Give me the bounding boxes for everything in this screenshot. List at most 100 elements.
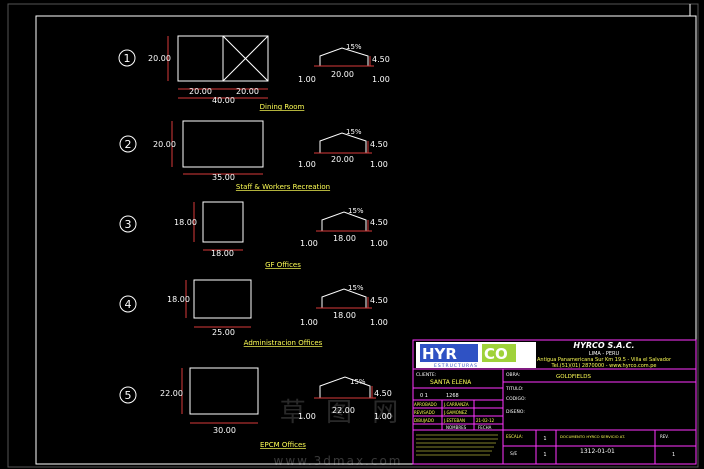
building-section: 15% 4.50 18.00 1.00 1.00: [300, 284, 388, 327]
building-title: Staff & Workers Recreation: [236, 183, 330, 191]
eave-left: 1.00: [298, 412, 316, 421]
building-section: 15% 4.50 22.00 1.00 1.00: [298, 376, 392, 421]
dim-width-1: 20.00: [189, 87, 212, 96]
company-phone: Tel.(51)(01) 2870000 - www.hyrco.com.pe: [551, 363, 657, 369]
code-label: CODIGO:: [506, 396, 526, 402]
plan-cross-line: [222, 35, 269, 82]
eave-left: 1.00: [298, 75, 316, 84]
building-2[interactable]: 2 20.00 35.00 Staff & Workers Recreation…: [119, 120, 388, 191]
eave-right: 1.00: [372, 75, 390, 84]
logo-block-blue: [420, 344, 478, 362]
building-number: 4: [125, 298, 132, 311]
client-label: CLIENTE:: [416, 372, 436, 378]
building-3[interactable]: 3 18.00 18.00 GF Offices 15% 4.50 18.00 …: [119, 201, 388, 269]
rev-b: 1268: [446, 393, 459, 399]
section-width: 18.00: [333, 234, 356, 243]
sheet-b: 1: [543, 452, 546, 458]
section-width: 20.00: [331, 70, 354, 79]
building-number: 1: [124, 52, 131, 65]
watermark-url: www.3dmax.com: [274, 454, 403, 468]
eave-right: 1.00: [370, 318, 388, 327]
building-4[interactable]: 4 18.00 25.00 Administracion Offices 15%…: [119, 279, 388, 347]
dim-total: 40.00: [212, 96, 235, 105]
roof-slope: 15%: [348, 284, 364, 292]
work-label: OBRA:: [506, 372, 520, 378]
building-section: 15% 4.50 18.00 1.00 1.00: [300, 207, 388, 248]
logo-text-left: HYR: [422, 345, 457, 363]
date-header: FECHA: [478, 425, 492, 430]
drawn-label: DIBUJADO: [414, 418, 434, 423]
building-title: EPCM Offices: [260, 441, 306, 449]
scale-label: ESCALA:: [506, 434, 523, 439]
company-address: Antigua Panamericana Sur Km 19.5 - Villa…: [537, 357, 672, 363]
building-title: Administracion Offices: [244, 339, 323, 347]
drawn-name: J.ESTEBAN: [443, 418, 465, 423]
reviewed-label: REVISADO: [414, 410, 435, 415]
building-title: Dining Room: [260, 103, 305, 111]
drawn-date: 21-02-12: [476, 418, 495, 423]
dim-width: 35.00: [212, 173, 235, 182]
eave-left: 1.00: [298, 160, 316, 169]
building-number-circle: [118, 49, 136, 67]
building-title: GF Offices: [265, 261, 301, 269]
building-number-circle: [119, 215, 137, 233]
names-header: NOMBRES: [446, 425, 467, 430]
title-label: TITULO:: [505, 386, 523, 392]
watermark-characters: 草 图 网: [280, 398, 405, 428]
logo-text-right: CO: [484, 345, 508, 363]
drawing-border: [35, 15, 697, 465]
sheet-a: 1: [543, 436, 546, 442]
logo-subtitle: ESTRUCTURAS: [434, 363, 478, 369]
roof-slope: 15%: [346, 128, 362, 136]
dim-height: 22.00: [160, 389, 183, 398]
company-name: HYRCO S.A.C.: [573, 341, 634, 350]
building-section: 15% 4.50 20.00 1.00 1.00: [298, 43, 390, 84]
section-height: 4.50: [374, 389, 392, 398]
building-number-circle: [119, 295, 137, 313]
roof-slope: 15%: [346, 43, 362, 51]
company-city: LIMA - PERU: [589, 351, 620, 357]
plan-outline: [182, 120, 264, 168]
plan-bay-2: [222, 35, 269, 82]
dim-width-2: 20.00: [236, 87, 259, 96]
building-1[interactable]: 1 20.00 20.00 20.00 40.00 Dining Room 15…: [118, 35, 390, 111]
rev-value: 1: [672, 452, 675, 458]
document-label: DOCUMENTO HYRCO SERVICIO AT.: [560, 434, 625, 439]
client-name: SANTA ELENA: [430, 379, 472, 386]
dim-height: 20.00: [148, 54, 171, 63]
section-height: 4.50: [372, 55, 390, 64]
building-number: 5: [125, 389, 132, 402]
document-number: 1312-01-01: [580, 448, 615, 455]
design-label: DISEÑO:: [506, 408, 525, 415]
approved-label: APROBADO: [414, 402, 437, 407]
rev-a: 0 1: [420, 393, 428, 399]
dim-width: 25.00: [212, 328, 235, 337]
roof-slope: 15%: [348, 207, 364, 215]
work-name: GOLDFIELDS: [556, 374, 591, 380]
section-height: 4.50: [370, 296, 388, 305]
rev-label: REV.: [660, 434, 669, 439]
dim-height: 18.00: [167, 295, 190, 304]
outer-border: [7, 3, 699, 468]
section-width: 22.00: [332, 406, 355, 415]
dim-width: 18.00: [211, 249, 234, 258]
building-number-circle: [119, 386, 137, 404]
section-height: 4.50: [370, 218, 388, 227]
scale-value: S/E: [510, 451, 517, 457]
dim-width: 30.00: [213, 426, 236, 435]
notes-lines: [416, 434, 498, 456]
building-5[interactable]: 5 22.00 30.00 EPCM Offices 15% 4.50 22.0…: [119, 367, 392, 449]
section-width: 18.00: [333, 311, 356, 320]
eave-right: 1.00: [370, 160, 388, 169]
reviewed-name: J.GAMONEZ: [443, 410, 467, 415]
eave-left: 1.00: [300, 318, 318, 327]
eave-right: 1.00: [370, 239, 388, 248]
title-block-frame: [412, 339, 697, 465]
building-number: 3: [125, 218, 132, 231]
dim-height: 18.00: [174, 218, 197, 227]
building-section: 15% 4.50 20.00 1.00 1.00: [298, 128, 388, 169]
dim-height: 20.00: [153, 140, 176, 149]
eave-right: 1.00: [374, 412, 392, 421]
title-block[interactable]: HYR CO ESTRUCTURAS HYRCO S.A.C. LIMA - P…: [412, 339, 697, 465]
